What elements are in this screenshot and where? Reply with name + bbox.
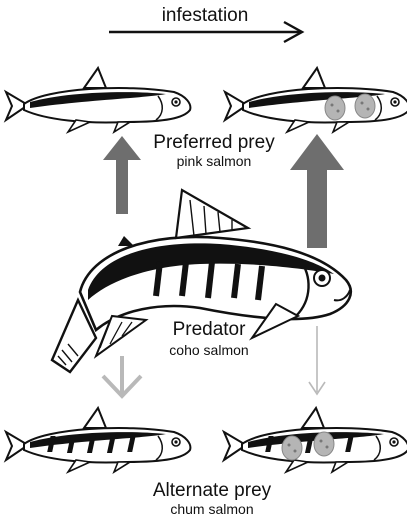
sea-louse-icon (282, 436, 302, 460)
infestation-label: infestation (162, 5, 249, 26)
pink-salmon-healthy-fish (6, 68, 190, 132)
sea-louse-icon (355, 94, 375, 118)
preferred-prey-title: Preferred prey (153, 132, 275, 153)
predation-arrow-healthy-pink (103, 136, 141, 214)
predator-species: coho salmon (169, 342, 248, 358)
preferred-prey-species: pink salmon (177, 153, 252, 169)
predation-arrow-infested-chum (309, 326, 325, 394)
pink-salmon-infested-fish (225, 68, 407, 132)
alternate-prey-species: chum salmon (170, 501, 253, 517)
sea-louse-icon (325, 96, 345, 120)
chum-salmon-infested-fish (224, 408, 407, 472)
predation-arrow-healthy-chum (103, 356, 141, 396)
alternate-prey-title: Alternate prey (153, 480, 272, 501)
chum-salmon-healthy-fish (6, 408, 190, 472)
sea-louse-icon (314, 432, 334, 456)
predation-arrow-infested-pink (290, 134, 344, 248)
predator-title: Predator (173, 319, 247, 340)
